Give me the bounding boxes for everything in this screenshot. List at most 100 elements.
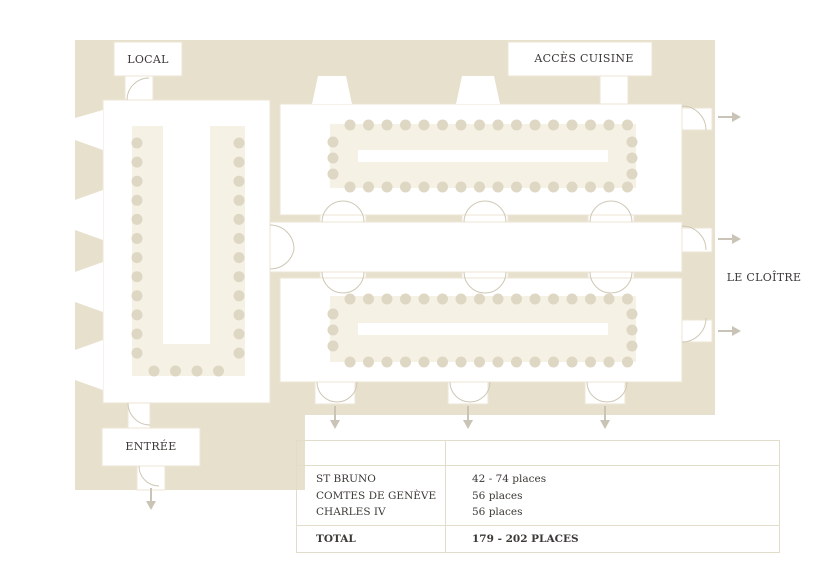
seat: [344, 119, 356, 131]
seat: [626, 340, 638, 352]
seat: [474, 356, 485, 368]
room-name: CHARLES IV: [316, 506, 386, 518]
seat: [622, 356, 633, 368]
seat: [455, 293, 467, 305]
seat: [400, 119, 411, 131]
acces-cuisine-box: [507, 41, 653, 77]
seat: [626, 308, 638, 320]
seat: [363, 181, 374, 193]
seat: [233, 347, 245, 359]
seat: [400, 181, 411, 193]
seat: [233, 194, 245, 206]
seat: [148, 365, 160, 377]
seat: [529, 293, 541, 305]
seat: [455, 356, 467, 368]
seat: [529, 356, 541, 368]
seat: [585, 181, 596, 193]
seat: [327, 308, 339, 320]
seat: [131, 328, 143, 340]
seat: [327, 152, 339, 164]
seat: [131, 194, 143, 206]
seat: [233, 137, 245, 149]
seat: [233, 233, 245, 244]
seat: [603, 119, 615, 131]
seat: [566, 181, 578, 193]
seat: [511, 119, 522, 131]
seat: [437, 293, 448, 305]
windows: [75, 76, 500, 390]
seat: [344, 356, 356, 368]
seat: [622, 181, 633, 193]
seat: [603, 181, 615, 193]
seat: [455, 181, 467, 193]
seat: [585, 356, 596, 368]
seat: [548, 119, 559, 131]
seat: [233, 290, 245, 302]
seat: [492, 119, 504, 131]
seats: [131, 119, 638, 377]
seat: [566, 356, 578, 368]
seat: [131, 290, 143, 302]
seat: [131, 252, 143, 264]
seat: [131, 347, 143, 359]
local-box: [113, 41, 183, 77]
room-places: 42 - 74 places: [472, 473, 547, 485]
seat: [381, 181, 393, 193]
seat: [327, 340, 339, 352]
seat: [400, 293, 411, 305]
seat: [381, 293, 393, 305]
seat: [233, 252, 245, 264]
seat: [511, 293, 522, 305]
seat: [363, 293, 374, 305]
seat: [511, 181, 522, 193]
seat: [437, 119, 448, 131]
seat: [363, 119, 374, 131]
seat: [344, 181, 356, 193]
seat: [381, 119, 393, 131]
seat: [474, 293, 485, 305]
seat: [548, 181, 559, 193]
label-le-cloitre: LE CLOÎTRE: [727, 270, 802, 284]
seat: [327, 324, 339, 336]
seat: [529, 181, 541, 193]
room-name: ST BRUNO: [316, 473, 376, 485]
seat: [131, 175, 143, 187]
seat: [418, 119, 430, 131]
seat: [233, 271, 245, 283]
seat: [131, 309, 143, 321]
seat: [213, 365, 224, 377]
seat: [233, 156, 245, 168]
seat: [622, 119, 633, 131]
seat: [131, 156, 143, 168]
capacity-table: ST BRUNO 42 - 74 places COMTES DE GENÈVE…: [296, 440, 780, 553]
seat: [191, 365, 203, 377]
seat: [566, 119, 578, 131]
seat: [131, 271, 143, 283]
seat: [529, 119, 541, 131]
table-areas: [132, 124, 636, 376]
seat: [400, 356, 411, 368]
seat: [131, 137, 143, 149]
seat: [131, 213, 143, 225]
seat: [233, 175, 245, 187]
seat: [626, 324, 638, 336]
seat: [626, 152, 638, 164]
label-local: LOCAL: [127, 53, 169, 66]
seat: [626, 168, 638, 180]
seat: [455, 119, 467, 131]
seat: [363, 356, 374, 368]
seat: [418, 356, 430, 368]
seat: [474, 119, 485, 131]
seat: [492, 181, 504, 193]
seat: [492, 293, 504, 305]
label-acces-cuisine: ACCÈS CUISINE: [533, 51, 633, 65]
seat: [233, 309, 245, 321]
seat: [344, 293, 356, 305]
corridor: [269, 221, 683, 273]
seat: [233, 213, 245, 225]
seat: [233, 328, 245, 340]
room-places: 56 places: [472, 506, 523, 518]
seat: [548, 293, 559, 305]
seat: [603, 356, 615, 368]
